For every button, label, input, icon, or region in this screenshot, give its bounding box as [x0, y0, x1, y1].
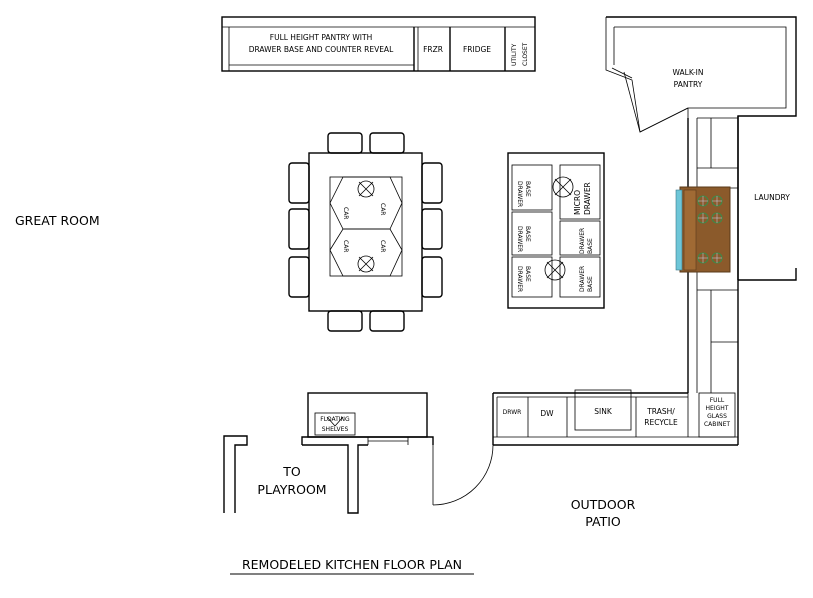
- dw-label: DW: [540, 409, 554, 418]
- playroom-walls: [223, 392, 434, 514]
- car-label-3: CAR: [342, 240, 349, 252]
- shelves-label-2: SHELVES: [322, 426, 349, 433]
- playroom-label-2: PLAYROOM: [257, 482, 326, 497]
- patio-label-1: OUTDOOR: [571, 497, 636, 512]
- island-drawer-base-a1: DRAWER: [516, 181, 523, 207]
- car-label-1: CAR: [342, 207, 349, 219]
- trash-label-2: RECYCLE: [644, 418, 678, 427]
- playroom-label-1: TO: [282, 464, 301, 479]
- micro-drawer-label-1: MICRO: [573, 190, 582, 215]
- car-label-4: CAR: [379, 240, 386, 252]
- patio-door: [432, 444, 494, 506]
- trash-label-1: TRASH/: [646, 407, 675, 416]
- dining-table: [288, 132, 443, 332]
- island-drawer-base-d2: BASE: [587, 238, 594, 254]
- shelves-label-1: FLOATING: [320, 416, 350, 423]
- island-drawer-base-d1: DRAWER: [579, 228, 586, 254]
- great-room-label: GREAT ROOM: [15, 213, 100, 228]
- glass-cabinet-label-2: HEIGHT: [706, 405, 729, 412]
- patio-label-2: PATIO: [585, 514, 621, 529]
- sink-label: SINK: [594, 407, 613, 416]
- glass-cabinet-label-3: GLASS: [707, 413, 727, 420]
- drwr-label: DRWR: [503, 409, 522, 416]
- glass-cabinet-label-4: CABINET: [704, 421, 730, 428]
- pantry-room-label-2: PANTRY: [674, 80, 703, 89]
- fridge-label: FRIDGE: [463, 45, 491, 54]
- car-label-2: CAR: [379, 203, 386, 215]
- utility-closet-label-2: CLOSET: [522, 42, 529, 66]
- frzr-label: FRZR: [423, 45, 443, 54]
- pantry-room-label-1: WALK-IN: [673, 68, 704, 77]
- utility-closet-label-1: UTILITY: [511, 43, 518, 66]
- island-drawer-base-a2: BASE: [524, 181, 531, 197]
- island-drawer-base-b2: BASE: [524, 226, 531, 242]
- island-drawer-base-e1: DRAWER: [579, 266, 586, 292]
- top-cabinet-outline: [221, 16, 536, 72]
- island-drawer-base-c1: DRAWER: [516, 266, 523, 292]
- pantry-label-1: FULL HEIGHT PANTRY WITH: [270, 33, 372, 42]
- micro-drawer-label-2: DRAWER: [583, 182, 592, 215]
- pantry-label-2: DRAWER BASE AND COUNTER REVEAL: [249, 45, 394, 54]
- bottom-counter-run: [492, 389, 738, 446]
- range-cooktop: [675, 186, 731, 273]
- island-drawer-base-c2: BASE: [524, 266, 531, 282]
- plan-title: REMODELED KITCHEN FLOOR PLAN: [242, 557, 462, 572]
- laundry-label: LAUNDRY: [754, 193, 790, 202]
- kitchen-island: [507, 152, 605, 309]
- island-drawer-base-e2: BASE: [587, 276, 594, 292]
- top-cabinet-run: [221, 16, 536, 72]
- island-drawer-base-b1: DRAWER: [516, 226, 523, 252]
- glass-cabinet-label-1: FULL: [710, 397, 725, 404]
